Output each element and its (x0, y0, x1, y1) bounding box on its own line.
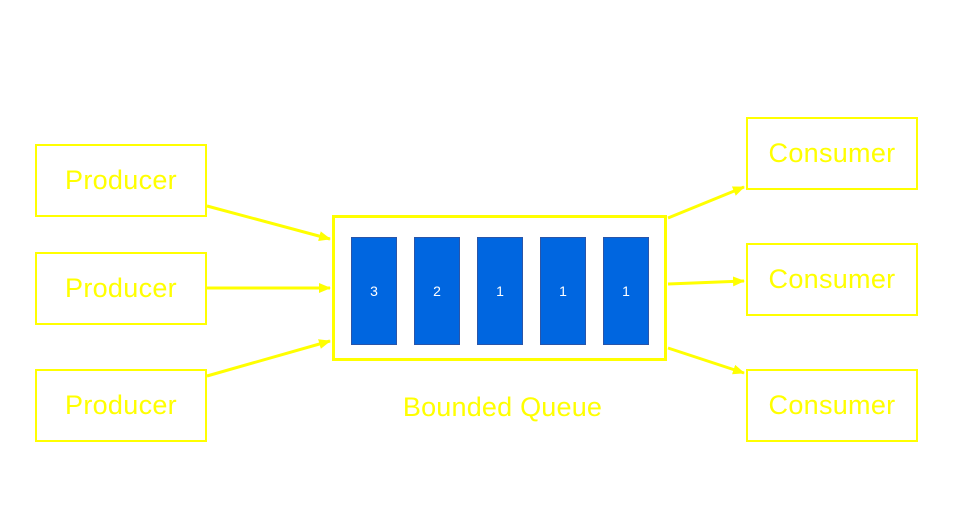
consumer-1-arrow (667, 185, 745, 220)
queue-label: Bounded Queue (402, 392, 603, 422)
consumer-label: Consumer (768, 138, 896, 168)
queue-slot-value: 1 (496, 283, 504, 299)
producer-box-3: Producer (35, 369, 207, 442)
queue-slot-value: 1 (559, 283, 567, 299)
consumer-box-1: Consumer (746, 117, 918, 190)
queue-slot-value: 1 (622, 283, 630, 299)
queue-slot-value: 2 (433, 283, 441, 299)
consumer-label: Consumer (768, 390, 896, 420)
bounded-queue-box: 3 2 1 1 1 (332, 215, 667, 361)
producer-1-arrow (206, 204, 331, 241)
consumer-label: Consumer (768, 264, 896, 294)
producer-label: Producer (65, 390, 177, 420)
queue-slot: 1 (603, 237, 649, 345)
queue-slot-value: 3 (370, 283, 378, 299)
consumer-box-3: Consumer (746, 369, 918, 442)
consumer-box-2: Consumer (746, 243, 918, 316)
consumer-3-arrow (667, 346, 745, 375)
queue-slot: 1 (540, 237, 586, 345)
queue-slot: 1 (477, 237, 523, 345)
producer-box-2: Producer (35, 252, 207, 325)
queue-slot: 3 (351, 237, 397, 345)
producer-box-1: Producer (35, 144, 207, 217)
producer-label: Producer (65, 273, 177, 303)
queue-slot: 2 (414, 237, 460, 345)
consumer-2-arrow (667, 276, 745, 287)
producer-label: Producer (65, 165, 177, 195)
producer-3-arrow (206, 339, 331, 378)
